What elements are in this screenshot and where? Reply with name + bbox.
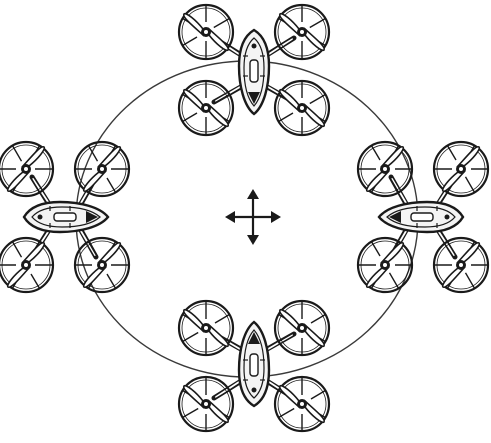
drone-top xyxy=(179,5,329,135)
move-arrows-icon xyxy=(225,189,281,245)
drone-right xyxy=(358,142,488,292)
drone-bottom xyxy=(179,301,329,431)
drone-left xyxy=(0,142,129,292)
